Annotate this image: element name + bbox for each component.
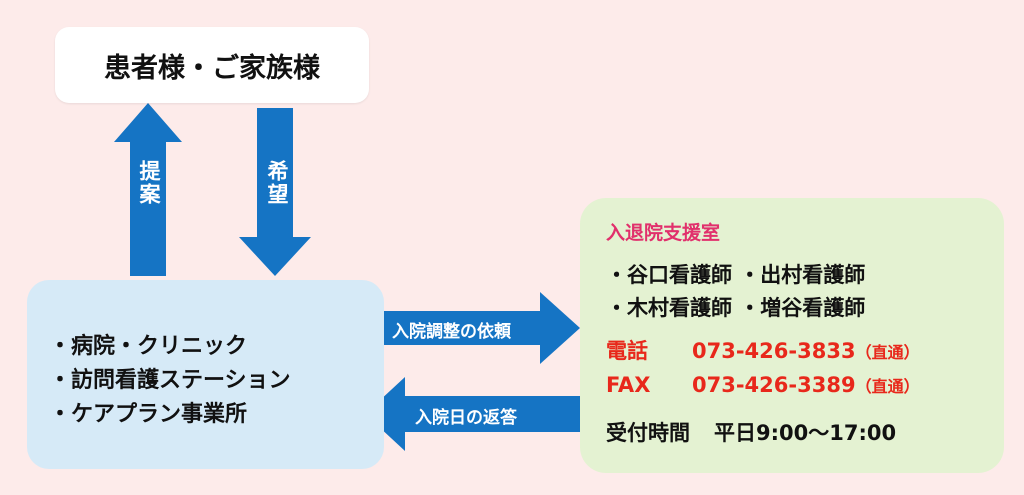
left-arrow: [365, 377, 593, 451]
up-arrow: [114, 103, 182, 276]
staff-row: ・木村看護師 ・増谷看護師: [606, 296, 866, 320]
hours-value: 平日9:00～17:00: [714, 421, 897, 445]
support-office-box: 入退院支援室 ・谷口看護師 ・出村看護師 ・木村看護師 ・増谷看護師 電話 073…: [580, 198, 1004, 473]
provider-item-clinic: ・病院・クリニック: [49, 334, 248, 359]
down-arrow: [239, 108, 311, 276]
down-arrow-label: 希望: [265, 160, 289, 206]
fax-note: （直通）: [855, 377, 920, 396]
phone-row: 電話 073-426-3833（直通）: [606, 335, 1004, 369]
phone-label: 電話: [606, 339, 648, 363]
up-arrow-label: 提案: [137, 160, 161, 206]
hours-label: 受付時間: [606, 421, 690, 445]
office-title: 入退院支援室: [606, 222, 721, 244]
right-arrow-label: 入院調整の依頼: [392, 322, 511, 342]
staff-list: ・谷口看護師 ・出村看護師 ・木村看護師 ・増谷看護師: [606, 259, 1004, 325]
provider-item-visiting-nurse: ・訪問看護ステーション: [49, 368, 291, 393]
right-arrow: [364, 292, 580, 364]
staff-row: ・谷口看護師 ・出村看護師: [606, 263, 866, 287]
left-arrow-label: 入院日の返答: [415, 408, 517, 428]
fax-row: FAX 073-426-3389（直通）: [606, 369, 1004, 403]
phone-number[interactable]: 073-426-3833: [692, 339, 856, 363]
fax-number: 073-426-3389: [692, 373, 856, 397]
phone-note: （直通）: [855, 343, 920, 362]
patient-family-box: 患者様・ご家族様: [55, 27, 369, 103]
providers-box: ・病院・クリニック ・訪問看護ステーション ・ケアプラン事業所: [27, 280, 384, 469]
provider-item-care-plan: ・ケアプラン事業所: [49, 402, 248, 427]
reception-hours: 受付時間平日9:00～17:00: [606, 417, 1004, 447]
fax-label: FAX: [606, 373, 651, 397]
patient-family-label: 患者様・ご家族様: [104, 52, 320, 84]
